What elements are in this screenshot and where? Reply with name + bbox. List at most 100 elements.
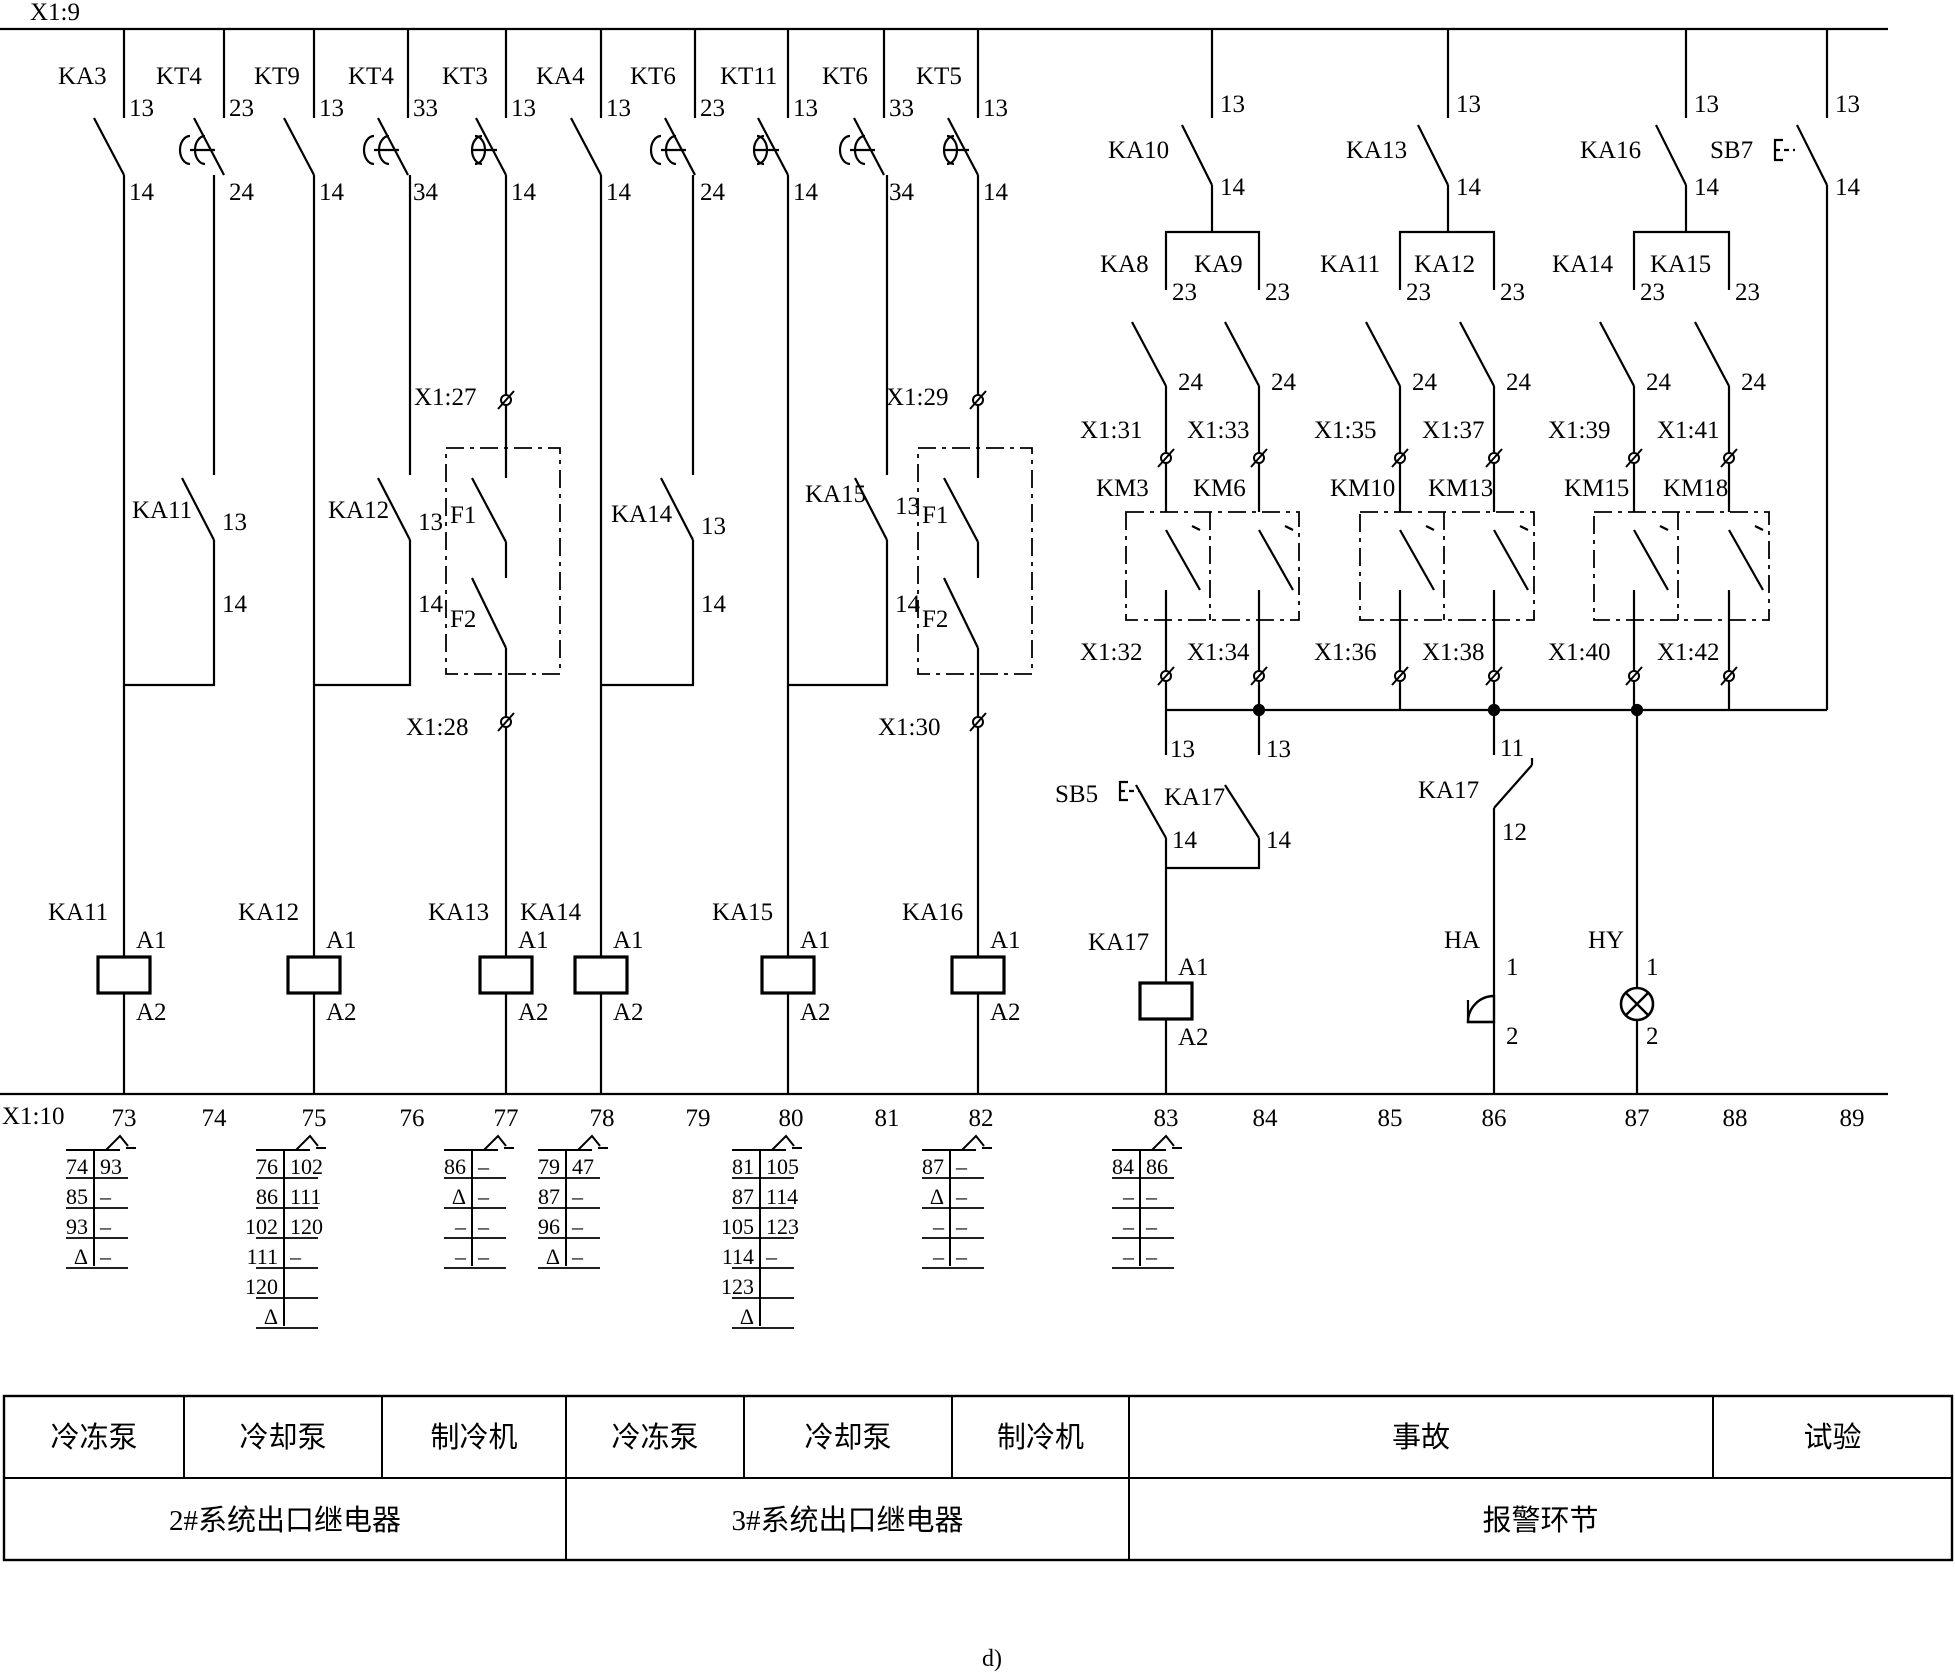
terminal-number: 88	[1723, 1105, 1748, 1132]
coil-pin: A1	[136, 927, 167, 954]
xref-cell: –	[955, 1214, 968, 1239]
xref-cell: 76	[256, 1154, 278, 1179]
contact-blade	[193, 117, 225, 176]
contact-label: KT3	[442, 63, 488, 90]
pair-contact-label: KA9	[1194, 251, 1243, 278]
terminal-number: 82	[969, 1105, 994, 1132]
pin-number: 14	[1456, 174, 1482, 201]
xref-cell: –	[99, 1244, 112, 1269]
terminal-slash	[1485, 448, 1503, 468]
pin-number: 24	[1741, 369, 1767, 396]
xref-cell: –	[932, 1244, 945, 1269]
pin-number: 14	[895, 591, 921, 618]
pin-number: 24	[700, 179, 726, 206]
contact-label: KT5	[916, 63, 962, 90]
pin-number: 14	[511, 179, 537, 206]
contact-label: KT4	[348, 63, 394, 90]
sb5-label: SB5	[1055, 781, 1098, 808]
contact-blade	[475, 117, 507, 176]
xref-cell: –	[477, 1244, 490, 1269]
top-bus-label: X1:9	[30, 0, 80, 26]
pin-number: 13	[1220, 91, 1245, 118]
xref-cell: –	[765, 1244, 778, 1269]
xref-header-symbol	[256, 1134, 319, 1151]
xref-cell: –	[99, 1184, 112, 1209]
xref-cell: 84	[1112, 1154, 1134, 1179]
xref-cell: –	[477, 1154, 490, 1179]
pin-number: 13	[1266, 736, 1291, 763]
pin-number: 23	[1172, 279, 1197, 306]
km-contact-hook	[1284, 525, 1294, 531]
km-label: KM18	[1663, 475, 1728, 502]
f2-label: F2	[450, 606, 476, 633]
xref-cell: 114	[722, 1244, 754, 1269]
x1-terminal-label: X1:37	[1422, 417, 1485, 444]
km-contact-blade	[1633, 529, 1669, 591]
hold-return	[314, 540, 412, 687]
pin-number: 14	[983, 179, 1009, 206]
contact-label: KT6	[630, 63, 676, 90]
coil-label: KA13	[428, 899, 489, 926]
horn-icon	[1466, 994, 1496, 1024]
alarm-contact-label: KA16	[1580, 137, 1641, 164]
coil-pin: A1	[326, 927, 357, 954]
relay-coil	[760, 955, 816, 995]
pin-number: 24	[229, 179, 255, 206]
coil-pin: A2	[613, 999, 644, 1026]
pin-number: 24	[1178, 369, 1204, 396]
km-contact-hook	[1191, 525, 1201, 531]
x1-terminal-label: X1:33	[1187, 417, 1250, 444]
pin-number: 13	[1456, 91, 1481, 118]
coil-label: KA11	[48, 899, 108, 926]
xref-cell: 102	[245, 1214, 278, 1239]
xref-cell: –	[289, 1244, 302, 1269]
xref-cell: 111	[247, 1244, 278, 1269]
coil-pin: A2	[800, 999, 831, 1026]
xref-cell: 85	[66, 1184, 88, 1209]
pair-contact-label: KA8	[1100, 251, 1149, 278]
self-hold-label: KA12	[328, 497, 389, 524]
terminal-number: 78	[590, 1105, 615, 1132]
alarm-contact-label: KA10	[1108, 137, 1169, 164]
xref-cell: –	[955, 1244, 968, 1269]
contact-blade	[93, 117, 125, 176]
coil-pin: A1	[613, 927, 644, 954]
pin-number: 23	[1406, 279, 1431, 306]
terminal-slash	[1485, 666, 1503, 686]
hold-return	[788, 540, 889, 687]
self-hold-blade	[181, 477, 215, 541]
pin-number: 11	[1500, 735, 1524, 762]
terminal-slash	[1250, 666, 1268, 686]
pin-number: 2	[1506, 1023, 1519, 1050]
pin-number: 23	[1735, 279, 1760, 306]
km-contact-blade	[1493, 529, 1529, 591]
terminal-slash	[497, 390, 515, 410]
km-box	[1593, 511, 1770, 621]
pin-number: 33	[413, 95, 438, 122]
xref-header-symbol	[1112, 1134, 1175, 1151]
km-contact-hook	[1754, 525, 1764, 531]
float-switch-f2	[471, 577, 507, 649]
contact-blade	[570, 117, 602, 176]
pin-number: 33	[889, 95, 914, 122]
figure-caption: d)	[982, 1646, 1002, 1672]
lamp-cross	[1625, 992, 1649, 1016]
km-contact-blade	[1728, 529, 1764, 591]
contact-label: KT9	[254, 63, 300, 90]
terminal-number: 76	[400, 1105, 425, 1132]
table-cell: 冷却泵	[804, 1421, 891, 1454]
terminal-slash	[1625, 448, 1643, 468]
alarm-contact-blade	[1655, 124, 1687, 186]
pin-number: 13	[606, 95, 631, 122]
xref-cell: Δ	[74, 1244, 88, 1269]
float-switch-f1	[471, 477, 507, 543]
terminal-number: 83	[1154, 1105, 1179, 1132]
terminal-number: 77	[494, 1105, 519, 1132]
xref-cell: –	[571, 1244, 584, 1269]
km-box	[1359, 511, 1535, 621]
xref-header-symbol	[444, 1134, 507, 1151]
terminal-slash	[1391, 448, 1409, 468]
pin-number: 14	[701, 591, 727, 618]
alarm-contact-blade	[1417, 124, 1449, 186]
